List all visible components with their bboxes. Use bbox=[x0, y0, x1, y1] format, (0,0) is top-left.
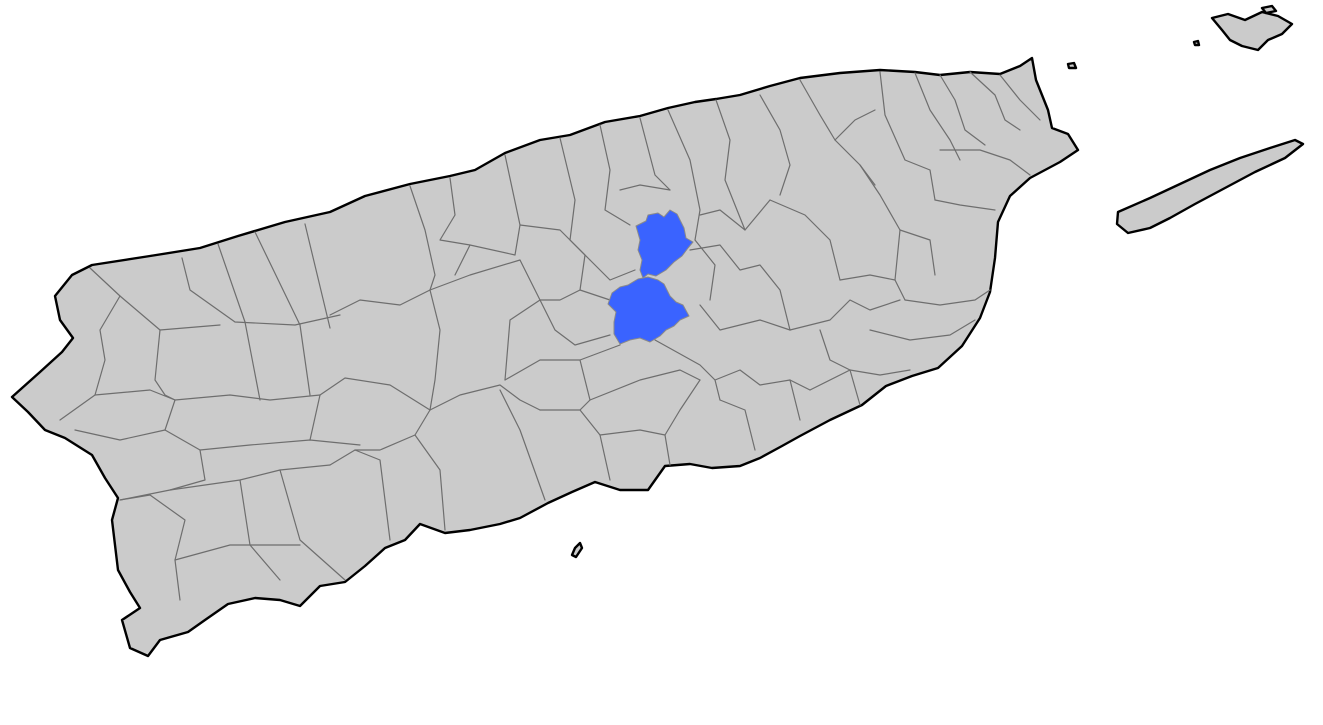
caja-de-muertos-island bbox=[570, 541, 584, 559]
cayo-islet-2 bbox=[1066, 61, 1078, 70]
cayo-islet-1 bbox=[1192, 39, 1201, 47]
municipality-boundaries bbox=[59, 71, 1041, 601]
highlighted-municipality-north[interactable] bbox=[635, 209, 694, 279]
vieques-island bbox=[1115, 138, 1305, 235]
culebrita-islet bbox=[1260, 4, 1278, 15]
highlighted-municipalities bbox=[607, 209, 694, 345]
main-island bbox=[10, 56, 1080, 658]
highlighted-municipality-south[interactable] bbox=[607, 276, 690, 345]
culebra-island bbox=[1210, 10, 1294, 52]
